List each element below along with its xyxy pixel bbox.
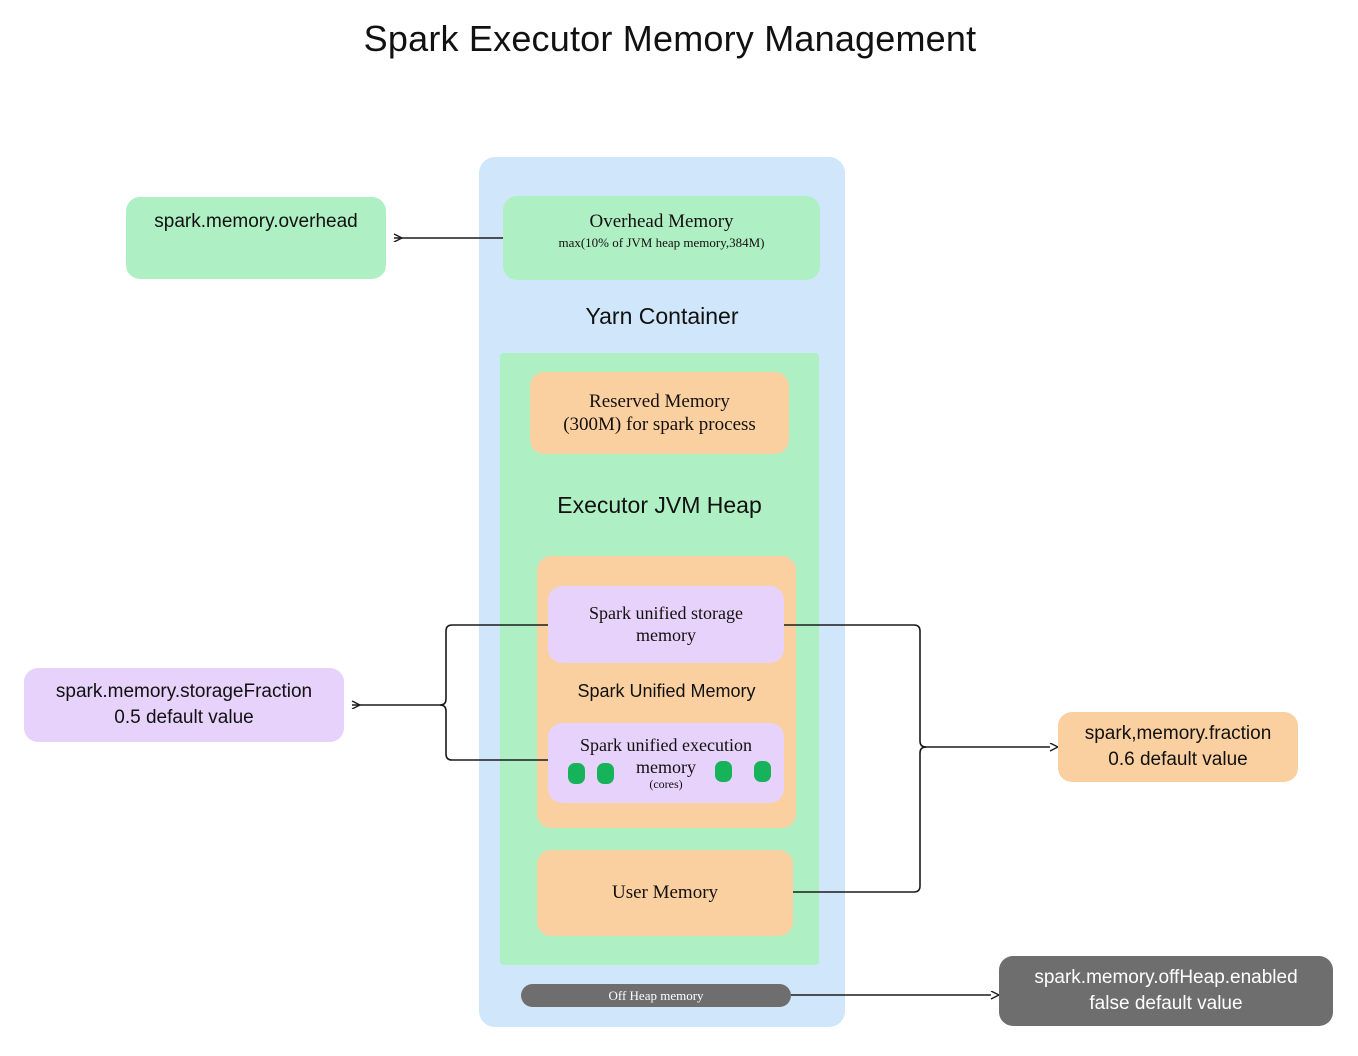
callout-spark-memory-offheap-enabled: spark.memory.offHeap.enabled false defau… [999, 956, 1333, 1026]
callout-storage-fraction-line2: 0.5 default value [114, 707, 254, 728]
overhead-memory-box: Overhead Memory max(10% of JVM heap memo… [503, 196, 820, 280]
execution-memory-line1: Spark unified execution [580, 734, 752, 755]
spark-unified-memory-label: Spark Unified Memory [577, 681, 756, 701]
callout-memory-fraction-line2: 0.6 default value [1108, 749, 1248, 770]
yarn-container-label: Yarn Container [585, 303, 739, 329]
callout-memory-fraction-line1: spark,memory.fraction [1084, 723, 1272, 745]
spark-unified-storage-memory-box: Spark unified storage memory [548, 586, 784, 663]
execution-memory-line3: (cores) [649, 776, 683, 791]
storage-memory-line1: Spark unified storage [589, 602, 743, 623]
storage-memory-line2: memory [636, 624, 696, 645]
reserved-memory-box: Reserved Memory (300M) for spark process [530, 372, 789, 454]
overhead-memory-subtitle: max(10% of JVM heap memory,384M) [558, 235, 765, 251]
execution-memory-line2: memory [636, 756, 696, 777]
page-title: Spark Executor Memory Management [363, 18, 977, 59]
callout-spark-memory-storagefraction: spark.memory.storageFraction 0.5 default… [24, 668, 344, 742]
callout-storage-fraction-line1: spark.memory.storageFraction [55, 681, 313, 703]
core-indicator-icon [568, 763, 585, 784]
overhead-memory-title: Overhead Memory [589, 211, 734, 232]
user-memory-label: User Memory [611, 882, 719, 904]
core-indicator-icon [715, 761, 732, 782]
core-indicator-icon [754, 761, 771, 782]
reserved-memory-line1: Reserved Memory [589, 390, 730, 412]
core-indicator-icon [597, 763, 614, 784]
callout-offheap-line2: false default value [1089, 993, 1243, 1014]
off-heap-memory-label: Off Heap memory [608, 987, 704, 1003]
callout-spark-memory-overhead: spark.memory.overhead [126, 197, 386, 279]
off-heap-memory-bar: Off Heap memory [521, 984, 791, 1007]
user-memory-box: User Memory [537, 850, 793, 936]
callout-overhead-line1: spark.memory.overhead [154, 211, 358, 232]
spark-unified-execution-memory-box: Spark unified execution memory (cores) [548, 723, 784, 803]
callout-spark-memory-fraction: spark,memory.fraction 0.6 default value [1058, 712, 1298, 782]
callout-offheap-line1: spark.memory.offHeap.enabled [1034, 967, 1298, 989]
executor-jvm-heap-label: Executor JVM Heap [557, 492, 762, 518]
reserved-memory-line2: (300M) for spark process [563, 414, 756, 435]
